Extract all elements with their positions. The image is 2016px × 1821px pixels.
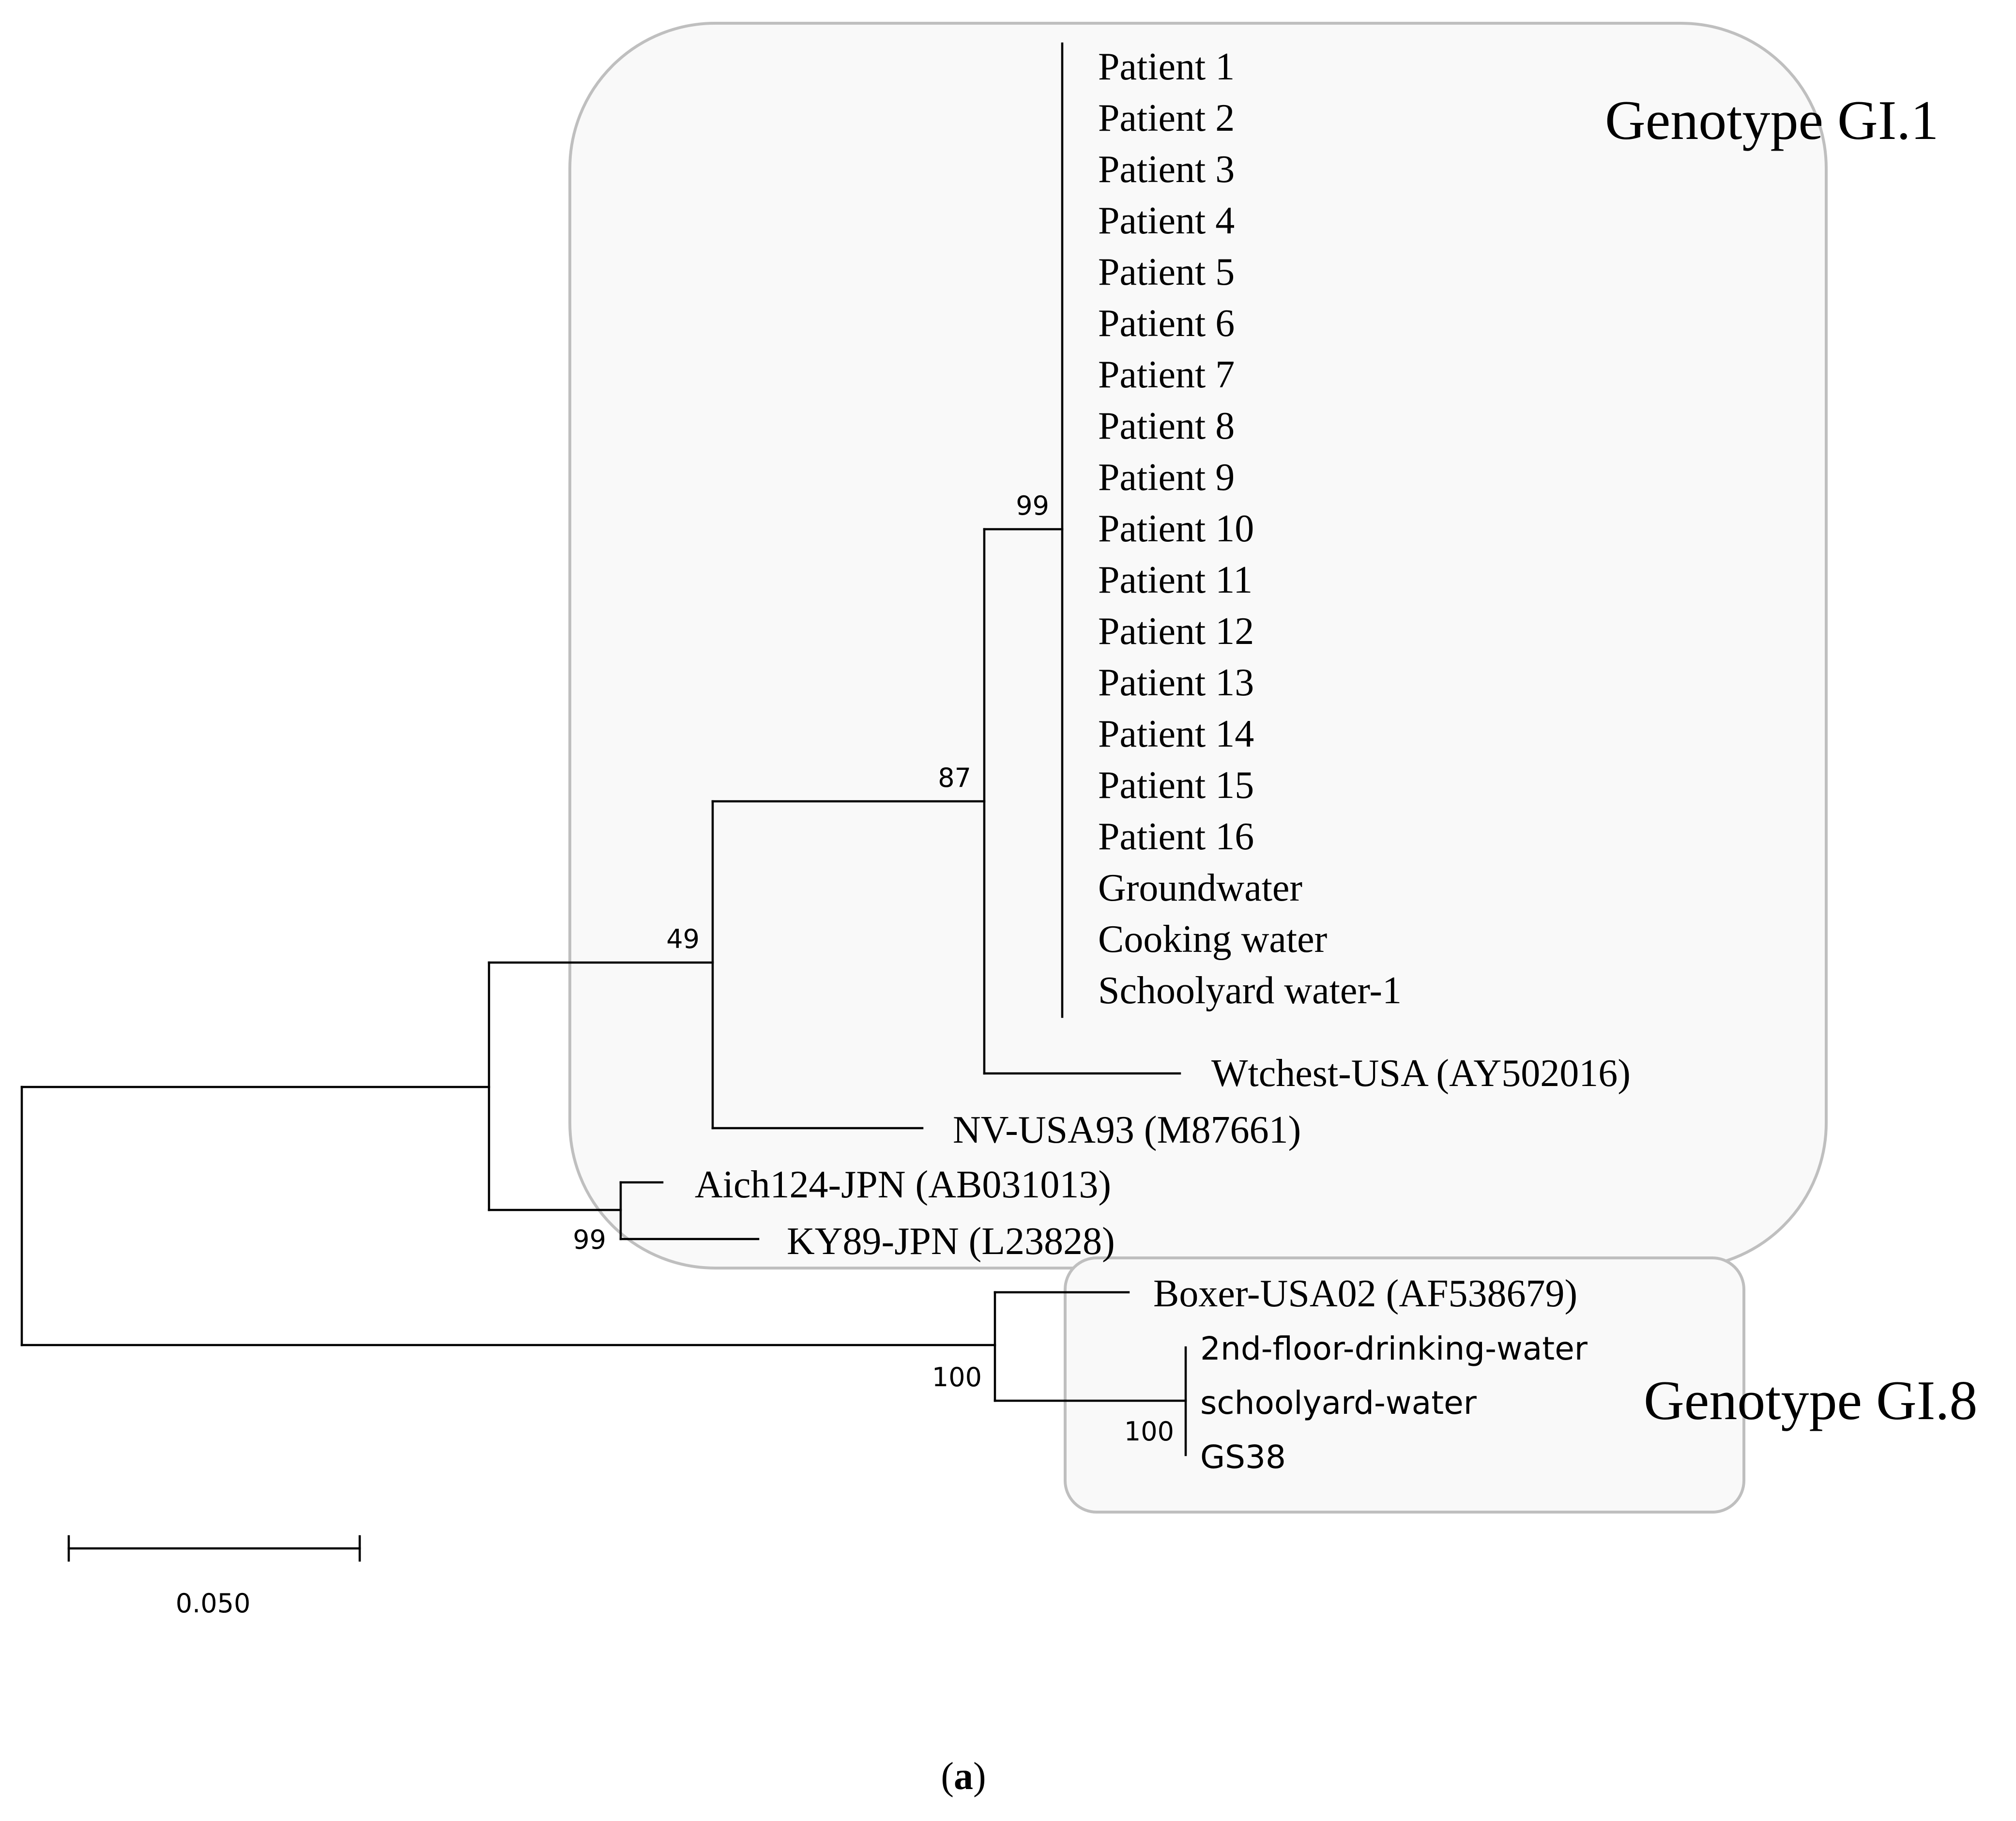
leaf-label: schoolyard-water <box>1200 1384 1477 1422</box>
tree-branches <box>20 42 1187 1562</box>
leaf-label: Groundwater <box>1098 867 1302 909</box>
bootstrap-value: 100 <box>932 1362 982 1393</box>
gi1-leaf-labels: Patient 1 Patient 2 Patient 3 Patient 4 … <box>1098 46 1402 1012</box>
leaf-label-ky89: KY89-JPN (L23828) <box>787 1220 1115 1263</box>
leaf-label: Schoolyard water-1 <box>1098 969 1402 1012</box>
leaf-label: Patient 14 <box>1098 713 1254 755</box>
bootstrap-value: 87 <box>938 763 971 793</box>
leaf-label: Patient 10 <box>1098 507 1254 550</box>
panel-label-letter: a <box>954 1755 973 1798</box>
leaf-label: Patient 6 <box>1098 302 1235 345</box>
leaf-label-wtchest: Wtchest-USA (AY502016) <box>1211 1052 1631 1095</box>
leaf-label: Cooking water <box>1098 918 1327 961</box>
leaf-label: GS38 <box>1200 1438 1286 1476</box>
leaf-label: Patient 5 <box>1098 251 1235 293</box>
panel-label-open: ( <box>941 1755 954 1798</box>
leaf-label-nv-usa93: NV-USA93 (M87661) <box>953 1109 1301 1151</box>
cluster-label-gi1: Genotype GI.1 <box>1605 90 1939 152</box>
leaf-label: Patient 4 <box>1098 199 1235 242</box>
gi8-leaf-labels: 2nd-floor-drinking-water schoolyard-wate… <box>1200 1330 1588 1476</box>
leaf-label: 2nd-floor-drinking-water <box>1200 1330 1588 1367</box>
leaf-label: Patient 2 <box>1098 97 1235 139</box>
cluster-box-gi8 <box>1064 1256 1745 1514</box>
leaf-label: Patient 11 <box>1098 559 1252 601</box>
bootstrap-values: 99 87 49 99 100 100 <box>573 490 1174 1447</box>
leaf-label: Patient 1 <box>1098 46 1235 88</box>
leaf-label: Patient 15 <box>1098 764 1254 807</box>
cluster-label-gi8: Genotype GI.8 <box>1644 1370 1977 1432</box>
reference-strain-labels: Wtchest-USA (AY502016) NV-USA93 (M87661)… <box>695 1052 1631 1315</box>
leaf-label-boxer: Boxer-USA02 (AF538679) <box>1153 1272 1577 1315</box>
bootstrap-value: 100 <box>1124 1416 1174 1447</box>
leaf-label: Patient 9 <box>1098 456 1235 499</box>
scale-bar-label: 0.050 <box>176 1588 251 1619</box>
leaf-label: Patient 3 <box>1098 148 1235 191</box>
panel-label-close: ) <box>973 1755 986 1798</box>
bootstrap-value: 99 <box>573 1224 606 1255</box>
panel-label: (a) <box>941 1755 986 1798</box>
leaf-label-aich124: Aich124-JPN (AB031013) <box>695 1163 1111 1206</box>
leaf-label: Patient 8 <box>1098 405 1235 447</box>
bootstrap-value: 99 <box>1016 490 1049 521</box>
leaf-label: Patient 7 <box>1098 353 1235 396</box>
leaf-label: Patient 16 <box>1098 815 1254 858</box>
leaf-label: Patient 12 <box>1098 610 1254 653</box>
bootstrap-value: 49 <box>666 924 700 954</box>
leaf-label: Patient 13 <box>1098 661 1254 704</box>
